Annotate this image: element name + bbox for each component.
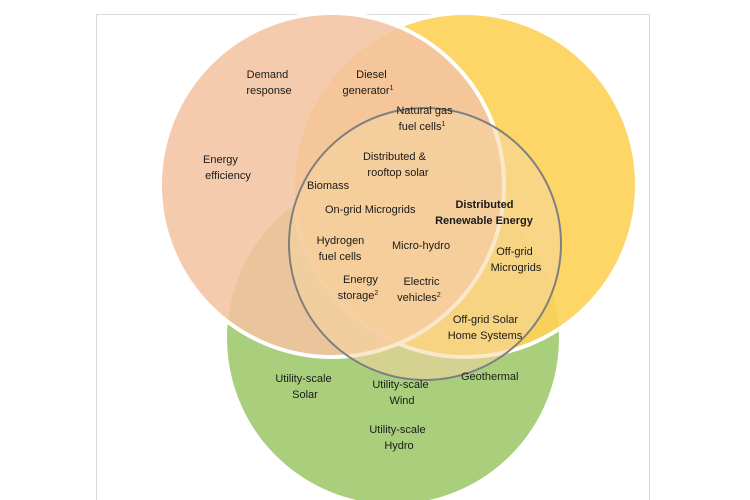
energy-storage-label: Energy storage2: [338, 274, 381, 302]
biomass-label: Biomass: [307, 180, 350, 192]
utility-scale-solar-label: Utility-scale Solar: [275, 373, 334, 401]
micro-hydro-label: Micro-hydro: [392, 240, 450, 252]
energy-efficiency-label: Energy efficiency: [203, 154, 251, 182]
utility-scale-hydro-label: Utility-scale Hydro: [369, 424, 428, 452]
offgrid-solar-home-systems-label: Off-grid Solar Home Systems: [448, 314, 523, 342]
ongrid-microgrids-label: On-grid Microgrids: [325, 204, 416, 216]
electric-vehicles-label: Electric vehicles2: [397, 276, 442, 304]
distributed-rooftop-solar-label: Distributed & rooftop solar: [363, 151, 429, 179]
demand-response-label: Demand response: [246, 69, 291, 97]
natural-gas-fuel-cells-label: Natural gas fuel cells1: [396, 105, 455, 133]
diesel-generator-label: Diesel generator1: [343, 69, 394, 97]
center-circle: [288, 107, 562, 381]
distributed-renewable-energy-label: Distributed Renewable Energy: [435, 199, 534, 227]
geothermal-label: Geothermal: [461, 371, 518, 383]
hydrogen-fuel-cells-label: Hydrogen fuel cells: [317, 235, 368, 263]
utility-scale-wind-label: Utility-scale Wind: [372, 379, 431, 407]
figure-frame: [96, 14, 650, 500]
offgrid-microgrids-label: Off-grid Microgrids: [491, 246, 542, 274]
